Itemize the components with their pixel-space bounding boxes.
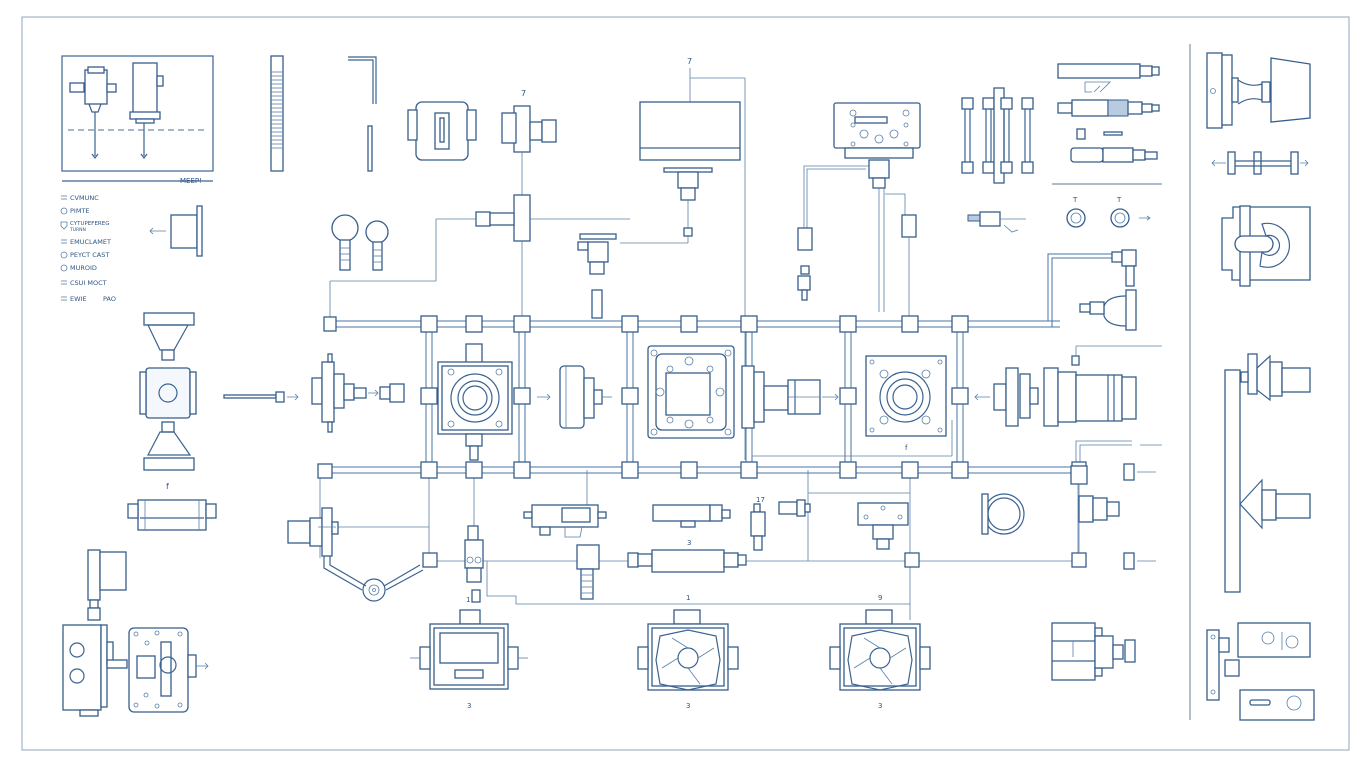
latch-bracket (1221, 205, 1311, 287)
svg-text:f: f (166, 482, 169, 491)
legend-item: EWIE PAO (61, 295, 116, 303)
legend-item: PEYCT CAST (60, 251, 109, 259)
coupler-valve (435, 194, 630, 320)
rotary-unit-left (437, 343, 513, 461)
double-line-icon (61, 280, 67, 285)
inline-filter (627, 549, 747, 573)
svg-text:CSUI MOCT: CSUI MOCT (70, 279, 107, 287)
double-line-icon (61, 195, 67, 200)
svg-text:T: T (1116, 196, 1122, 204)
legend-item: PIMTE (60, 207, 90, 215)
piston-actuator (741, 365, 839, 429)
axle-assembly (1211, 151, 1309, 175)
svg-text:TURNN: TURNN (69, 227, 86, 233)
svg-text:T: T (1072, 196, 1078, 204)
svg-text:3: 3 (467, 702, 471, 710)
circle-icon (60, 207, 68, 215)
svg-text:3: 3 (686, 702, 690, 710)
side-pump (87, 549, 127, 621)
sensor-stack (464, 525, 484, 603)
square-valve-center (647, 345, 735, 439)
legend-item: CYTUPEFEREG TURNN (60, 221, 109, 233)
manifold-plate (128, 627, 209, 713)
svg-text:CYTUPEFEREG: CYTUPEFEREG (70, 221, 109, 227)
flanged-pump (311, 353, 405, 433)
svg-text:EWIE: EWIE (70, 295, 87, 303)
sheet-frame (21, 16, 1350, 751)
hose-barb (778, 499, 811, 517)
pump-top: 7 (501, 89, 557, 196)
twin-gauges (331, 214, 389, 271)
legend-item: EMUCLAMET (61, 238, 111, 246)
fan-unit-center: 1 3 (637, 594, 739, 710)
svg-text:PAO: PAO (103, 295, 116, 303)
legend-item: MUROID (60, 264, 97, 272)
svg-text:9: 9 (878, 594, 882, 602)
drive-motor (974, 345, 1162, 427)
rail-mount (1224, 353, 1311, 593)
ruler-tool (270, 55, 284, 172)
clamp-tool (967, 211, 1026, 233)
control-box-left (62, 624, 128, 717)
trigger-unit (523, 504, 607, 538)
controller-unit (797, 102, 921, 320)
side-mount-assembly (1206, 52, 1311, 129)
cartridge-set (1057, 63, 1160, 163)
housing-block (407, 101, 477, 161)
svg-text:7: 7 (687, 57, 692, 66)
svg-text:7: 7 (521, 89, 526, 98)
svg-text:PIMTE: PIMTE (70, 207, 90, 215)
svg-text:PEYCT CAST: PEYCT CAST (70, 251, 109, 259)
bracket-mount (857, 502, 909, 550)
circle-icon (60, 251, 68, 259)
rotary-unit-right: f (865, 355, 947, 452)
double-line-icon (61, 239, 67, 244)
sensor-probe (797, 265, 811, 301)
fan-unit-right: 9 3 (829, 594, 931, 710)
title-block-label: MEEP! (180, 177, 202, 185)
flange-bracket (149, 205, 203, 257)
bar-cylinder: 3 (652, 504, 731, 547)
svg-text:CVMUNC: CVMUNC (70, 194, 99, 202)
inline-sensor (576, 544, 600, 600)
svg-text:3: 3 (687, 539, 691, 547)
switch-block (1206, 622, 1315, 721)
svg-text:1: 1 (686, 594, 690, 602)
check-valve: 17 (750, 496, 766, 551)
tripod-actuator (287, 507, 424, 602)
tee-fitting-right (1070, 444, 1162, 570)
disc-coupling (537, 365, 612, 429)
detail-inset: MEEP! (61, 55, 214, 185)
hopper-assembly: f (139, 312, 197, 491)
junction-boxes (317, 315, 1087, 568)
gearbox-bottom-right (1051, 622, 1136, 681)
circle-icon (60, 264, 68, 272)
double-line-icon (61, 296, 67, 301)
clamp-ring (981, 493, 1025, 535)
svg-text:1: 1 (466, 596, 470, 604)
svg-text:17: 17 (756, 496, 765, 504)
rod-set (961, 87, 1034, 184)
legend-item: CSUI MOCT (61, 279, 107, 287)
display-unit-bottom: 1 3 (410, 596, 528, 710)
svg-text:f: f (905, 444, 908, 452)
monitor-unit: 7 (620, 57, 746, 460)
svg-text:MUROID: MUROID (70, 264, 97, 272)
l-rod (348, 56, 377, 172)
nozzle-fitting (577, 233, 617, 319)
legend: CVMUNC PIMTE CYTUPEFEREG TURNN EMUCLAMET… (60, 194, 116, 303)
legend-item: CVMUNC (61, 194, 99, 202)
cylinder-block (127, 499, 217, 531)
svg-text:EMUCLAMET: EMUCLAMET (70, 238, 111, 246)
elbow-pump-right (1079, 249, 1137, 331)
ring-fittings: T T (1066, 196, 1151, 228)
shield-icon (60, 221, 68, 230)
feed-rod (223, 391, 299, 403)
svg-text:3: 3 (878, 702, 882, 710)
